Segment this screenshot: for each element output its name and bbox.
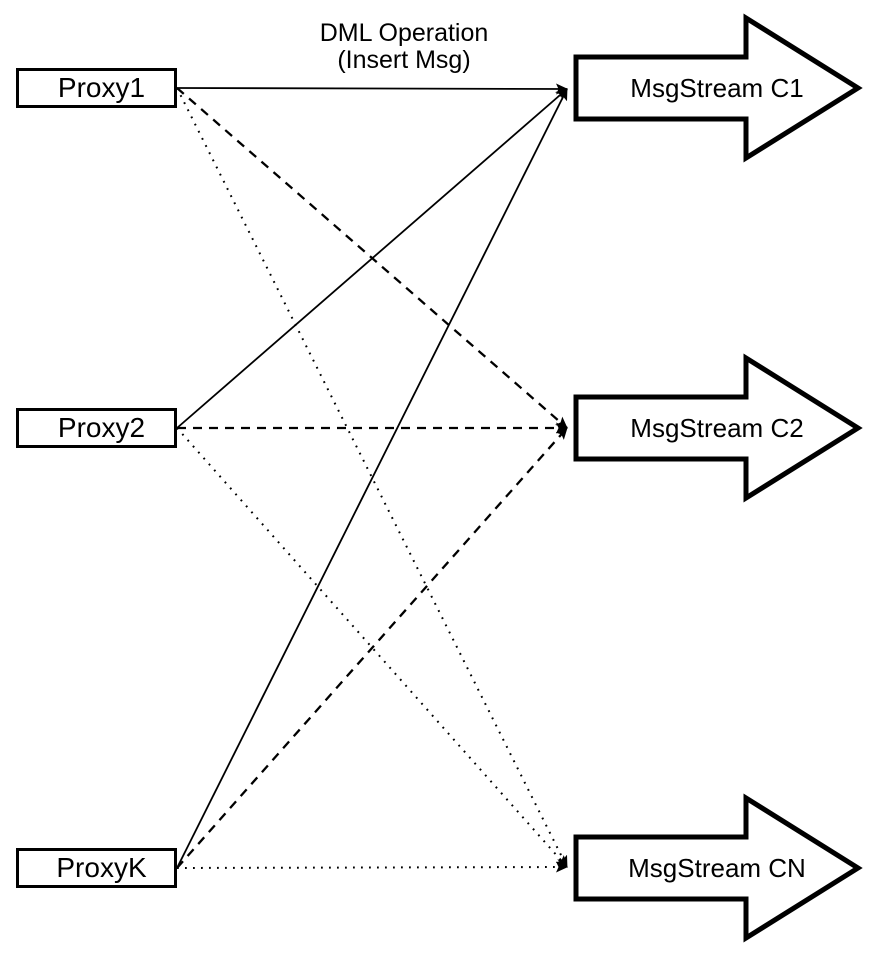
title-line1: DML Operation <box>319 19 489 47</box>
msgstream-cn-arrow <box>573 793 863 943</box>
proxy2-label: Proxy2 <box>57 412 146 443</box>
proxy1-label: Proxy1 <box>57 72 146 103</box>
proxy1-box: Proxy1 <box>16 68 177 108</box>
msgstream-cn-label: MsgStream CN <box>628 853 806 883</box>
edge-proxyk-to-msgstream-c1 <box>176 88 568 869</box>
proxyk-box: ProxyK <box>16 848 177 888</box>
edge-proxy2-to-msgstream-c1 <box>176 88 568 429</box>
block-arrows-layer <box>573 13 863 943</box>
msgstream-c2-label: MsgStream C2 <box>630 413 804 443</box>
edge-proxyk-to-msgstream-cn <box>176 861 568 873</box>
edge-proxy2-to-msgstream-cn <box>176 427 568 868</box>
edge-proxy1-to-msgstream-cn <box>176 87 568 868</box>
msgstream-c1-label: MsgStream C1 <box>630 73 804 103</box>
msgstream-c2-arrow <box>573 353 863 503</box>
edges-layer <box>176 83 568 873</box>
proxy2-box: Proxy2 <box>16 408 177 448</box>
edge-proxyk-to-msgstream-c2 <box>176 427 568 869</box>
proxyk-label: ProxyK <box>56 852 147 883</box>
msgstream-c1-arrow <box>573 13 863 163</box>
diagram-title: DML Operation (Insert Msg) <box>302 20 506 74</box>
title-line2: (Insert Msg) <box>337 46 471 74</box>
edge-proxy1-to-msgstream-c1 <box>176 83 568 95</box>
